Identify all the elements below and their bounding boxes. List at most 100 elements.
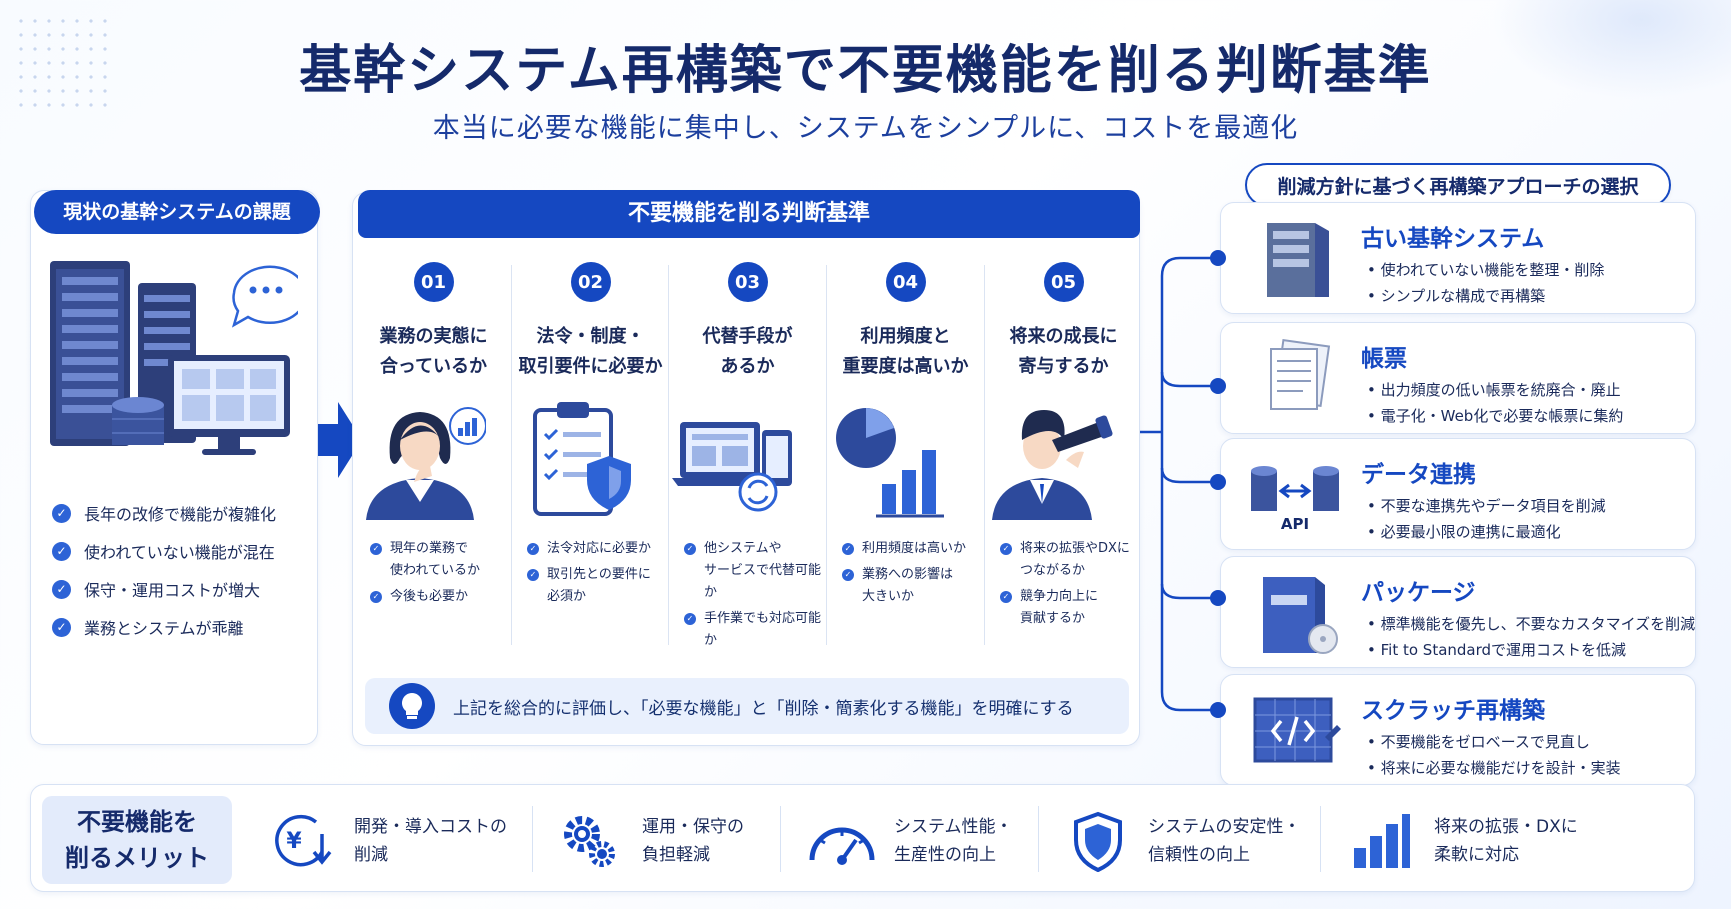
svg-text:¥: ¥ — [286, 829, 302, 854]
api-label: API — [1281, 515, 1309, 533]
check-icon: ✓ — [370, 591, 382, 603]
check-icon: ✓ — [684, 613, 696, 625]
approach-point: 必要最小限の連携に最適化 — [1367, 521, 1561, 542]
criterion-number: 03 — [727, 262, 768, 302]
approach-point: シンプルな構成で再構築 — [1367, 285, 1546, 306]
benefit-item: ¥ 開発・導入コストの削減 — [270, 808, 507, 874]
divider — [511, 265, 512, 645]
summary-text: 上記を総合的に評価し、「必要な機能」と「削除・簡素化する機能」を明確にする — [453, 698, 1074, 719]
approach-title: データ連携 — [1361, 462, 1476, 488]
benefits-label: 不要機能を削るメリット — [42, 796, 232, 884]
criterion-title: 業務の実態に合っているか — [379, 326, 488, 377]
approach-point: 電子化・Web化で必要な帳票に集約 — [1367, 405, 1624, 426]
criterion-number: 01 — [413, 262, 454, 302]
criterion-card: 03 代替手段があるか ✓他システムやサービスで代替可能か ✓手作業でも対応可能… — [670, 262, 825, 648]
check-icon: ✓ — [52, 579, 71, 599]
page-subtitle: 本当に必要な機能に集中し、システムをシンプルに、コストを最適化 — [432, 113, 1299, 144]
check-icon: ✓ — [1000, 591, 1012, 603]
approach-title: パッケージ — [1361, 580, 1476, 606]
issue-item: ✓業務とシステムが乖離 — [52, 612, 244, 642]
check-icon: ✓ — [527, 543, 539, 555]
check-icon: ✓ — [52, 617, 71, 637]
server-icon — [1267, 223, 1329, 297]
connector-node — [1210, 590, 1226, 606]
approach-point: 不要な連携先やデータ項目を削減 — [1367, 495, 1606, 516]
divider — [668, 265, 669, 645]
code-blueprint-icon — [1253, 697, 1341, 763]
criterion-title: 代替手段があるか — [702, 326, 793, 377]
approach-card: API データ連携 不要な連携先やデータ項目を削減 必要最小限の連携に最適化 — [1220, 438, 1696, 550]
connector-lines — [1140, 256, 1218, 712]
criterion-number: 04 — [885, 262, 926, 302]
issue-item: ✓使われていない機能が混在 — [52, 536, 275, 566]
approach-card: 古い基幹システム 使われていない機能を整理・削除 シンプルな構成で再構築 — [1220, 202, 1696, 314]
criterion-number: 02 — [570, 262, 611, 302]
check-icon: ✓ — [684, 543, 696, 555]
benefit-item: 運用・保守の負担軽減 — [558, 808, 744, 874]
approach-point: 出力頻度の低い帳票を統廃合・廃止 — [1367, 379, 1621, 400]
right-arrow-icon — [318, 402, 362, 478]
approach-card: 帳票 出力頻度の低い帳票を統廃合・廃止 電子化・Web化で必要な帳票に集約 — [1220, 322, 1696, 434]
yen-down-icon: ¥ — [275, 814, 332, 867]
divider — [1320, 806, 1321, 872]
approach-title: 帳票 — [1361, 346, 1407, 372]
check-icon: ✓ — [842, 543, 854, 555]
approach-header: 削減方針に基づく再構築アプローチの選択 — [1245, 163, 1671, 207]
gauge-icon — [809, 827, 875, 865]
criterion-point: ✓現年の業務で使われているか — [370, 538, 511, 582]
approach-title: スクラッチ再構築 — [1361, 698, 1545, 724]
connector-node — [1210, 250, 1226, 266]
divider — [532, 806, 533, 872]
criterion-point: ✓将来の拡張やDXにつながるか — [1000, 538, 1141, 582]
criterion-title: 将来の成長に寄与するか — [1009, 326, 1118, 377]
check-icon: ✓ — [370, 543, 382, 555]
approach-card: スクラッチ再構築 不要機能をゼロベースで見直し 将来に必要な機能だけを設計・実装 — [1220, 674, 1696, 786]
criterion-point: ✓取引先との要件に必須か — [527, 564, 668, 608]
criterion-title: 利用頻度と重要度は高いか — [842, 326, 969, 377]
criterion-card: 01 業務の実態に合っているか ✓現年の業務で使われているか ✓今後も必要か — [356, 262, 511, 642]
criterion-title: 法令・制度・取引要件に必要か — [518, 326, 663, 377]
approach-point: 不要機能をゼロベースで見直し — [1367, 731, 1590, 752]
approach-point: 使われていない機能を整理・削除 — [1367, 259, 1605, 280]
check-icon: ✓ — [1000, 543, 1012, 555]
benefit-item: システムの安定性・信頼性の向上 — [1070, 808, 1301, 874]
database-api-icon: API — [1251, 466, 1339, 533]
page-title: 基幹システム再構築で不要機能を削る判断基準 — [299, 41, 1432, 101]
connector-node — [1210, 378, 1226, 394]
benefit-item: 将来の拡張・DXに柔軟に対応 — [1350, 808, 1578, 874]
connector-node — [1210, 474, 1226, 490]
laptop-phone-illustration — [672, 422, 792, 512]
documents-icon — [1270, 338, 1331, 410]
package-box-icon — [1263, 577, 1338, 654]
pie-bar-chart-illustration — [836, 408, 944, 518]
connector-node — [1210, 702, 1226, 718]
thinking-person-illustration — [366, 407, 487, 520]
lightbulb-icon — [389, 683, 435, 729]
criterion-card: 04 利用頻度と重要度は高いか ✓利用頻度は高いか ✓業務への影響は大きいか — [828, 262, 983, 642]
shield-icon — [1074, 811, 1122, 872]
approach-point: Fit to Standardで運用コストを低減 — [1367, 639, 1626, 660]
server-monitor-illustration — [50, 261, 298, 455]
summary-box: 上記を総合的に評価し、「必要な機能」と「削除・簡素化する機能」を明確にする — [365, 678, 1129, 734]
telescope-person-illustration — [992, 410, 1113, 520]
criterion-point: ✓手作業でも対応可能か — [684, 608, 825, 652]
divider — [780, 806, 781, 872]
criterion-point: ✓競争力向上に貢献するか — [1000, 586, 1141, 630]
check-icon: ✓ — [527, 569, 539, 581]
approach-title: 古い基幹システム — [1361, 226, 1545, 252]
check-icon: ✓ — [842, 569, 854, 581]
criterion-card: 05 将来の成長に寄与するか ✓将来の拡張やDXにつながるか ✓競争力向上に貢献… — [986, 262, 1141, 642]
criterion-point: ✓業務への影響は大きいか — [842, 564, 983, 608]
gears-icon — [564, 816, 615, 867]
divider — [1038, 806, 1039, 872]
criterion-card: 02 法令・制度・取引要件に必要か ✓法令対応に必要か ✓取引先との要件に必須か — [513, 262, 668, 642]
divider — [826, 265, 827, 645]
criterion-point: ✓他システムやサービスで代替可能か — [684, 538, 825, 604]
dot-pattern — [14, 14, 114, 114]
benefit-item: システム性能・生産性の向上 — [806, 808, 1013, 874]
current-issues-header: 現状の基幹システムの課題 — [34, 190, 320, 234]
divider — [984, 265, 985, 645]
approach-card: パッケージ 標準機能を優先し、不要なカスタマイズを削減 Fit to Stand… — [1220, 556, 1696, 668]
bar-chart-icon — [1354, 814, 1410, 868]
issue-item: ✓保守・運用コストが増大 — [52, 574, 260, 604]
